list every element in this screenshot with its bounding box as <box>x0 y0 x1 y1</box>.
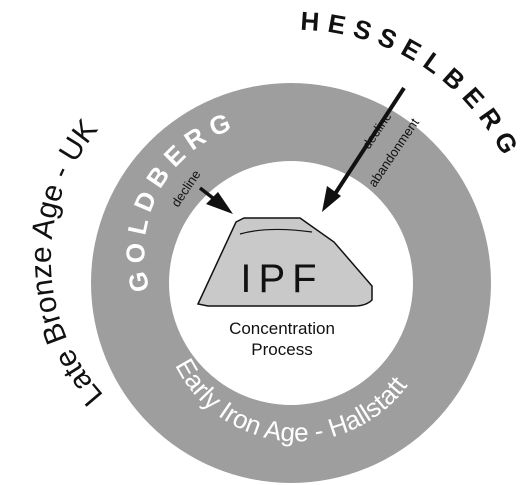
center-caption-line1: Concentration <box>229 319 335 338</box>
center-caption-line2: Process <box>251 340 312 359</box>
hill-contour-line <box>239 228 313 235</box>
right-arrow <box>322 86 406 212</box>
center-title: IPF <box>240 257 323 301</box>
ipf-hill <box>196 217 373 307</box>
left-arrow <box>198 186 233 214</box>
